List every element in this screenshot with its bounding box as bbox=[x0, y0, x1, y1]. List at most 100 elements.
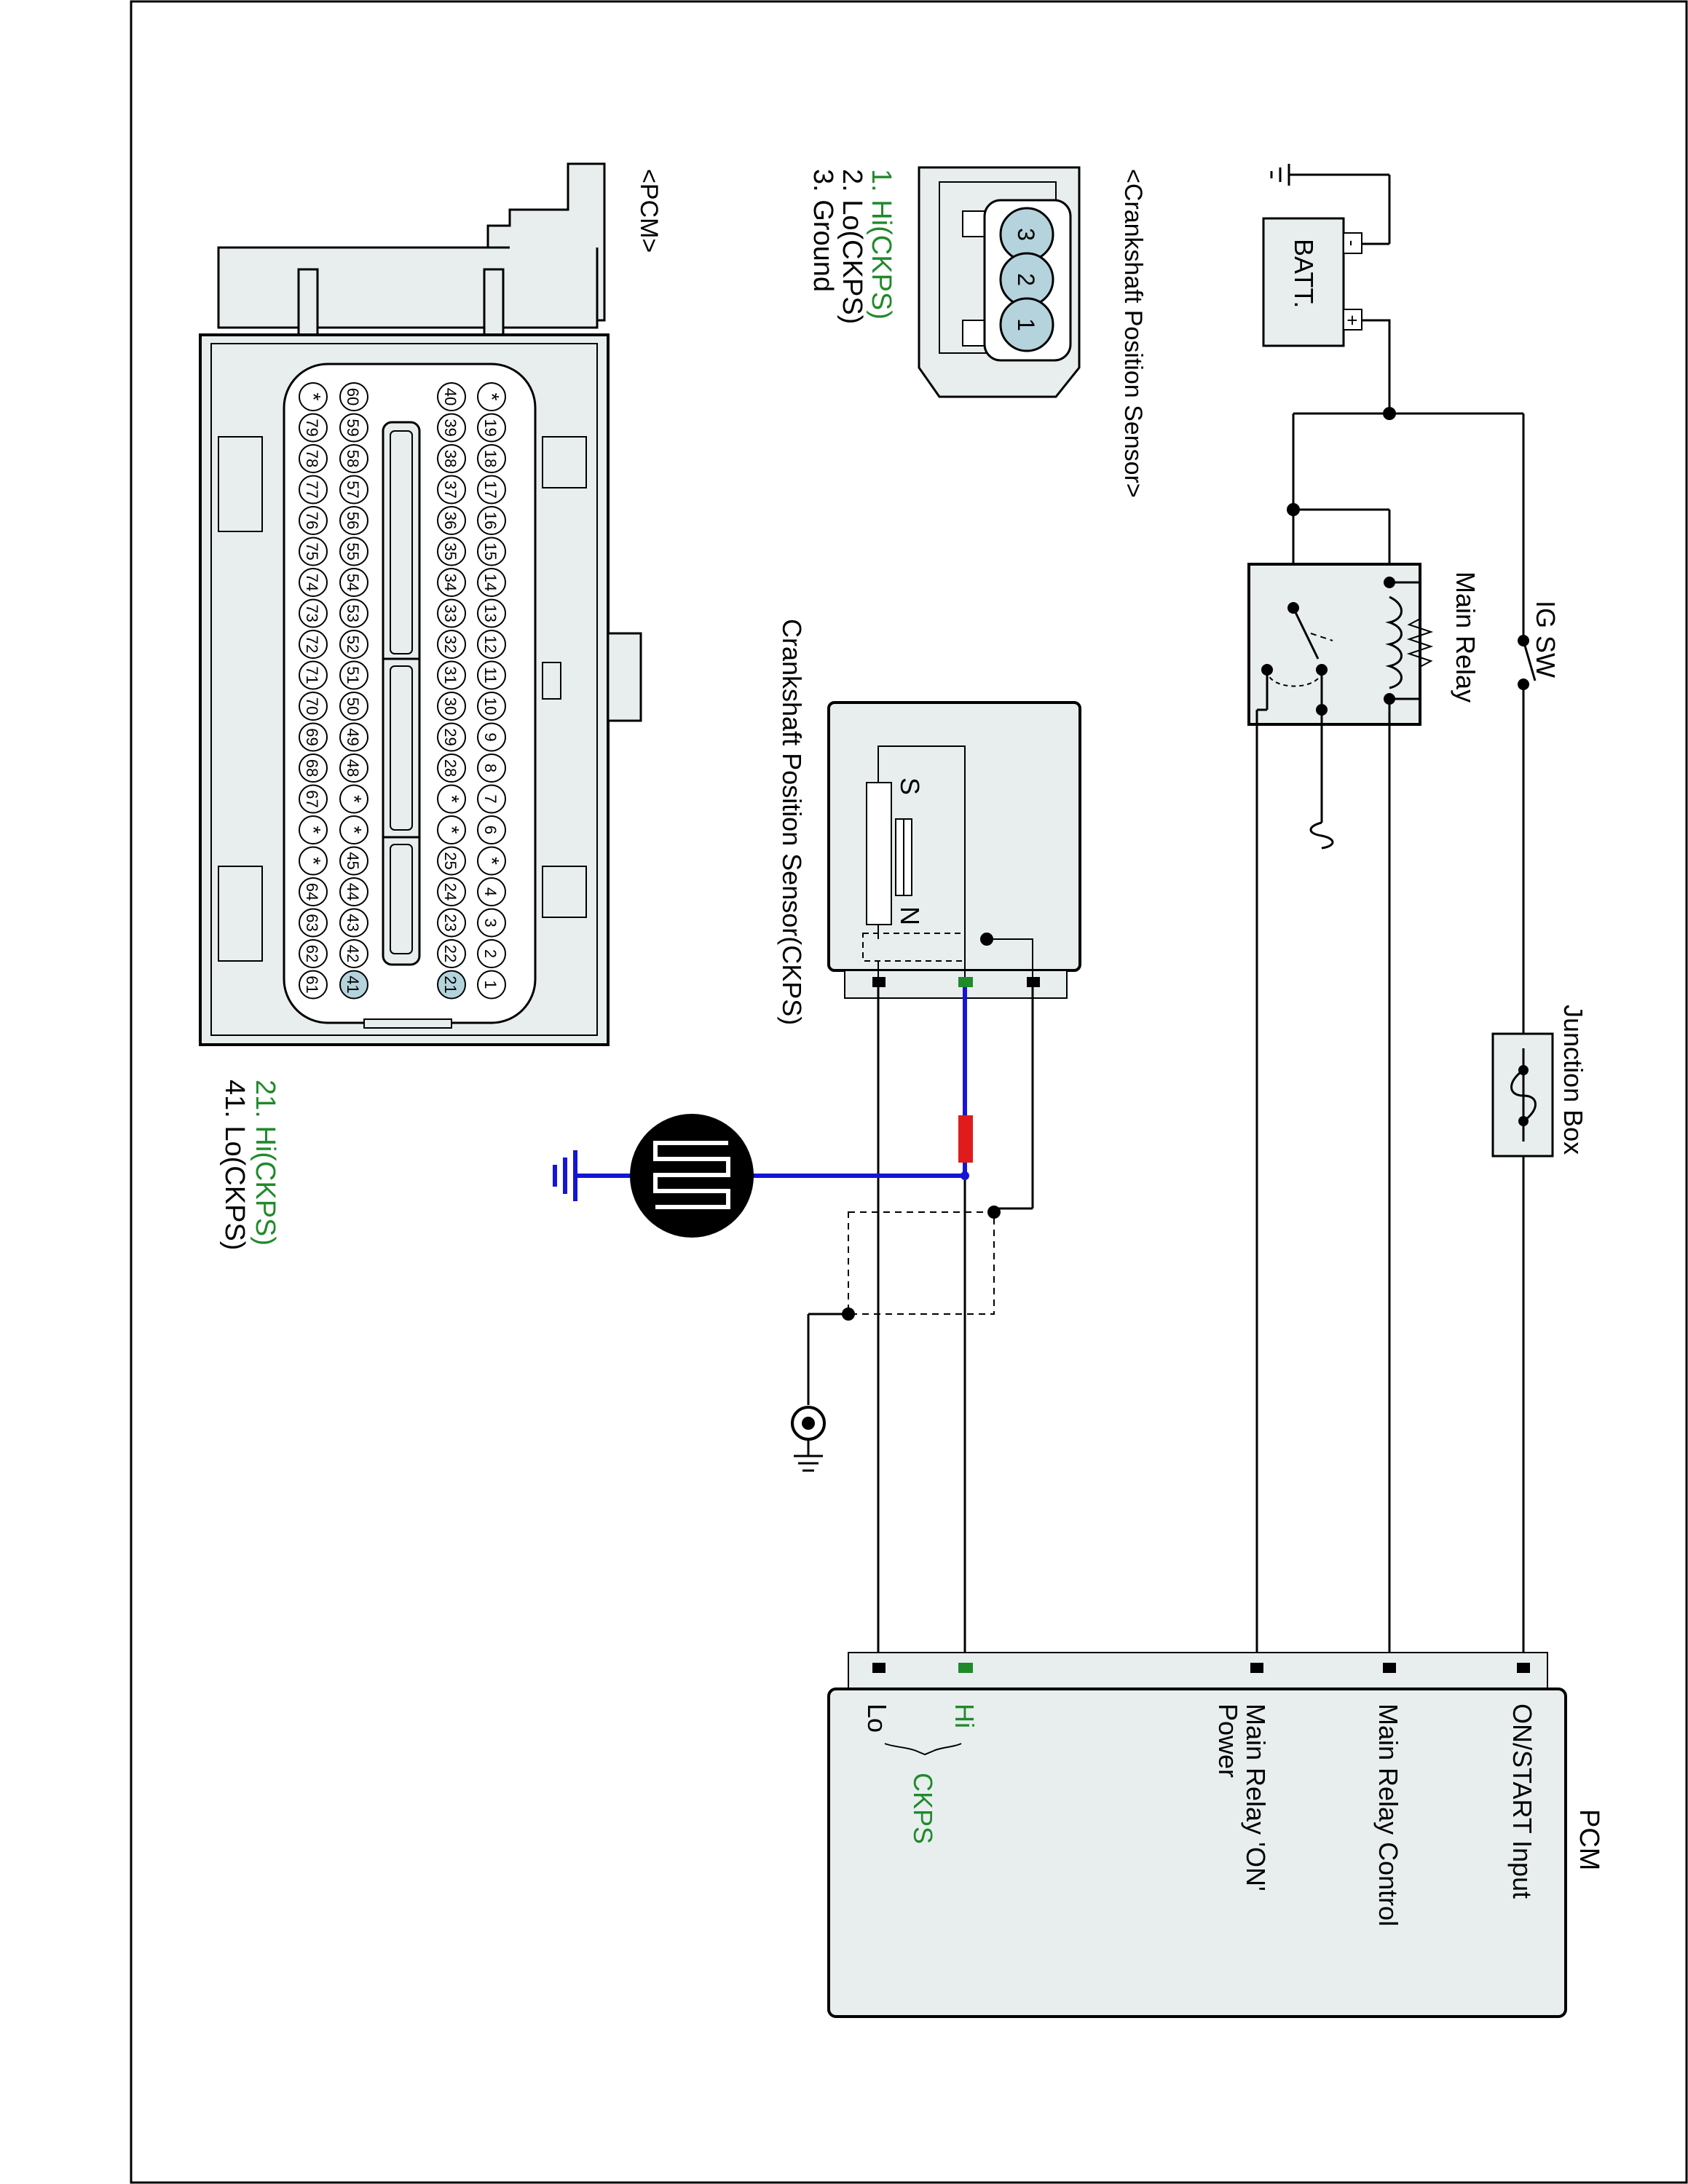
pcm-pin-label: 31 bbox=[441, 666, 460, 684]
pcm-connector-divider bbox=[382, 421, 421, 966]
pcm-connector-strip bbox=[848, 1652, 1548, 1690]
pcm-pin-label: 53 bbox=[344, 604, 362, 622]
pcm-pin-label: 36 bbox=[441, 512, 460, 529]
pcm-pin: 6 bbox=[477, 815, 506, 844]
pcm-pin-label: 9 bbox=[481, 732, 500, 741]
pcm-pin: 8 bbox=[477, 753, 506, 783]
ckps-wiring bbox=[553, 987, 1034, 1667]
wire-splice bbox=[958, 1115, 973, 1163]
pcm-pin: 53 bbox=[339, 598, 368, 628]
ckps-brace bbox=[884, 1743, 962, 1756]
pcm-pin-label: 8 bbox=[481, 764, 500, 772]
pcm-pin-label: 58 bbox=[344, 450, 362, 467]
pcm-pin: * bbox=[299, 815, 328, 844]
pcm-pin-label: 14 bbox=[481, 574, 500, 591]
pcm-pin-label: 34 bbox=[441, 574, 460, 591]
ckps-connector-face: <Crankshaft Position Sensor> 3 2 1 1. Hi… bbox=[808, 166, 1147, 498]
pcm-pin-label: 76 bbox=[303, 512, 321, 529]
pcm-pin: 32 bbox=[437, 630, 466, 659]
pcm-pin-label: 57 bbox=[344, 480, 362, 498]
ig-switch-contact bbox=[1522, 640, 1537, 681]
pcm-pin-label: * bbox=[302, 826, 325, 834]
ckps-legend-lo: 2. Lo(CKPS) bbox=[837, 169, 867, 324]
pcm-connector-tab bbox=[483, 268, 505, 336]
pcm-pin-label: 45 bbox=[344, 852, 362, 869]
pcm-pin: 58 bbox=[339, 444, 368, 473]
pcm-pin-label: 18 bbox=[481, 450, 500, 467]
pcm-pin-on-start: ON/START Input bbox=[1507, 1704, 1537, 1899]
pcm-pin-label: 22 bbox=[441, 945, 460, 962]
pcm-pin: 22 bbox=[437, 939, 466, 968]
pcm-pin: 54 bbox=[339, 568, 368, 597]
pcm-pin-label: 16 bbox=[481, 512, 500, 529]
pcm-pin: * bbox=[437, 815, 466, 844]
pcm-pin-label: 78 bbox=[303, 450, 321, 467]
pcm-pin: 36 bbox=[437, 506, 466, 535]
pcm-pin-label: 73 bbox=[303, 604, 321, 622]
page-frame bbox=[130, 0, 1688, 2184]
ckps-n-label: N bbox=[895, 906, 925, 925]
pcm-pin-label: 50 bbox=[344, 697, 362, 715]
pcm-pin: 2 bbox=[477, 939, 506, 968]
pcm-module: PCM ON/START Input Main Relay Control Ma… bbox=[827, 1652, 1604, 2018]
pcm-box bbox=[827, 1688, 1567, 2018]
pcm-pin-label: 59 bbox=[344, 419, 362, 436]
pcm-pin: 78 bbox=[299, 444, 328, 473]
pcm-pin: 29 bbox=[437, 722, 466, 752]
battery-label: BATT. bbox=[1289, 239, 1319, 308]
pcm-pin-label: 63 bbox=[303, 914, 321, 931]
pcm-pin-label: 35 bbox=[441, 542, 460, 560]
pcm-pin-label: * bbox=[302, 857, 325, 865]
pcm-pin-lo: Lo bbox=[862, 1704, 892, 1733]
pcm-pin: 43 bbox=[339, 908, 368, 938]
pcm-pin-label: 70 bbox=[303, 697, 321, 715]
pcm-pin-label: 17 bbox=[481, 480, 500, 498]
pcm-pin: 34 bbox=[437, 568, 466, 597]
pcm-pin: 37 bbox=[437, 475, 466, 505]
pcm-pin-label: 79 bbox=[303, 419, 321, 436]
pcm-pin: 56 bbox=[339, 506, 368, 535]
svg-text:2: 2 bbox=[1013, 273, 1039, 286]
junction-box-label: Junction Box bbox=[1558, 1005, 1588, 1155]
pcm-pin: 35 bbox=[437, 537, 466, 566]
pcm-pin: 11 bbox=[477, 660, 506, 690]
main-relay-label: Main Relay bbox=[1451, 571, 1480, 703]
signal-ground-icon bbox=[553, 1150, 577, 1201]
pcm-connector-key bbox=[542, 662, 561, 700]
pcm-pin: 33 bbox=[437, 598, 466, 628]
ig-sw-label: IG SW bbox=[1531, 601, 1561, 678]
pcm-pin: 17 bbox=[477, 475, 506, 505]
pcm-pin-label: 24 bbox=[441, 883, 460, 901]
pcm-pin: 12 bbox=[477, 630, 506, 659]
pcm-pin: * bbox=[339, 784, 368, 814]
pcm-pin-label: 4 bbox=[481, 887, 500, 896]
pcm-ckps-group: CKPS bbox=[908, 1773, 938, 1844]
pcm-connector-rib bbox=[218, 436, 263, 532]
pcm-pin-label: 10 bbox=[481, 697, 500, 715]
pcm-connector-title: <PCM> bbox=[635, 169, 663, 253]
pcm-pin: 51 bbox=[339, 660, 368, 690]
ckps-pin-1: 1 bbox=[999, 297, 1054, 352]
pcm-pin: 69 bbox=[299, 722, 328, 752]
pcm-pin: 71 bbox=[299, 660, 328, 690]
pcm-pin-label: 40 bbox=[441, 388, 460, 405]
pcm-pin-label: 41 bbox=[344, 976, 362, 993]
pcm-pin: 18 bbox=[477, 444, 506, 473]
pcm-pin-label: 39 bbox=[441, 419, 460, 436]
pcm-pin: 1 bbox=[477, 970, 506, 1000]
pcm-pin: 9 bbox=[477, 722, 506, 752]
pcm-pin: 4 bbox=[477, 877, 506, 906]
pcm-connector-tab bbox=[297, 268, 319, 336]
pcm-pin-label: 42 bbox=[344, 945, 362, 962]
pcm-pin-label: 32 bbox=[441, 636, 460, 653]
ckps-magnet bbox=[866, 782, 892, 925]
pcm-pin-label: 23 bbox=[441, 914, 460, 931]
chassis-ground-icon bbox=[791, 1406, 826, 1472]
pcm-pin: 77 bbox=[299, 475, 328, 505]
pcm-pin: 68 bbox=[299, 753, 328, 783]
pcm-pin-label: 62 bbox=[303, 945, 321, 962]
pcm-pin-label: 3 bbox=[481, 918, 500, 927]
pcm-pin: 74 bbox=[299, 568, 328, 597]
pcm-pin-label: 25 bbox=[441, 852, 460, 869]
pcm-pin: 14 bbox=[477, 568, 506, 597]
